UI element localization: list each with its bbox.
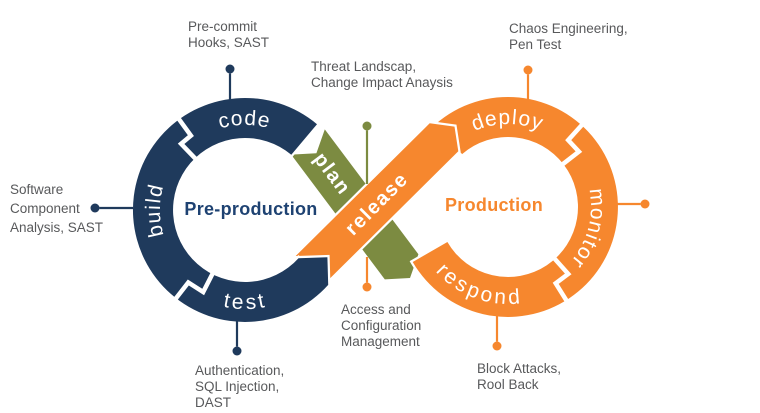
callout-line: Threat Landscap, xyxy=(311,59,417,74)
monitor-dot xyxy=(640,199,650,209)
callout-line: Pen Test xyxy=(509,37,562,52)
preproduction-ring xyxy=(130,95,332,325)
callout-access-config: Access and Configuration Management xyxy=(341,302,421,350)
callout-threat-landscape: Threat Landscap, Change Impact Anaysis xyxy=(311,59,453,91)
callout-line: DAST xyxy=(195,395,232,410)
callout-line: Access and xyxy=(341,302,411,317)
callout-line: Authentication, xyxy=(195,363,285,378)
callout-line: Analysis, SAST xyxy=(10,220,104,235)
callout-markers xyxy=(90,64,650,356)
callout-block-attacks: Block Attacks, Rool Back xyxy=(477,361,561,393)
callout-line: SQL Injection, xyxy=(195,379,280,394)
preproduction-title: Pre-production xyxy=(184,199,317,219)
callout-software-component: Software Component Analysis, SAST xyxy=(10,180,103,237)
software-dot xyxy=(90,203,100,213)
stage-label-test: test xyxy=(222,288,268,313)
callout-chaos-engineering: Chaos Engineering, Pen Test xyxy=(509,21,628,53)
production-ring xyxy=(409,94,621,320)
pre-commit-dot xyxy=(225,64,235,74)
callout-line: Change Impact Anaysis xyxy=(311,75,453,90)
callout-line: Rool Back xyxy=(477,377,539,392)
monitor-respond-gap xyxy=(550,254,572,305)
callout-line: Hooks, SAST xyxy=(188,35,270,50)
callout-line: Chaos Engineering, xyxy=(509,21,628,36)
callout-line: Pre-commit xyxy=(188,19,258,34)
threat-dot xyxy=(362,121,372,131)
production-title: Production xyxy=(445,195,543,215)
callout-pre-commit: Pre-commit Hooks, SAST xyxy=(188,19,269,51)
callout-line: Management xyxy=(341,334,420,349)
callout-line: Component xyxy=(10,201,80,216)
block-dot xyxy=(492,341,502,351)
code-build-gap xyxy=(175,115,200,163)
deploy-monitor-gap xyxy=(558,121,586,169)
authentication-dot xyxy=(232,346,242,356)
callout-line: Configuration xyxy=(341,318,422,333)
callout-authentication: Authentication, SQL Injection, DAST xyxy=(195,363,284,411)
chaos-dot xyxy=(523,65,533,75)
callout-line: Block Attacks, xyxy=(477,361,562,376)
callout-line: Software xyxy=(10,182,64,197)
access-dot xyxy=(362,282,372,292)
build-test-gap xyxy=(172,269,217,303)
stage-label-code: code xyxy=(216,106,274,133)
